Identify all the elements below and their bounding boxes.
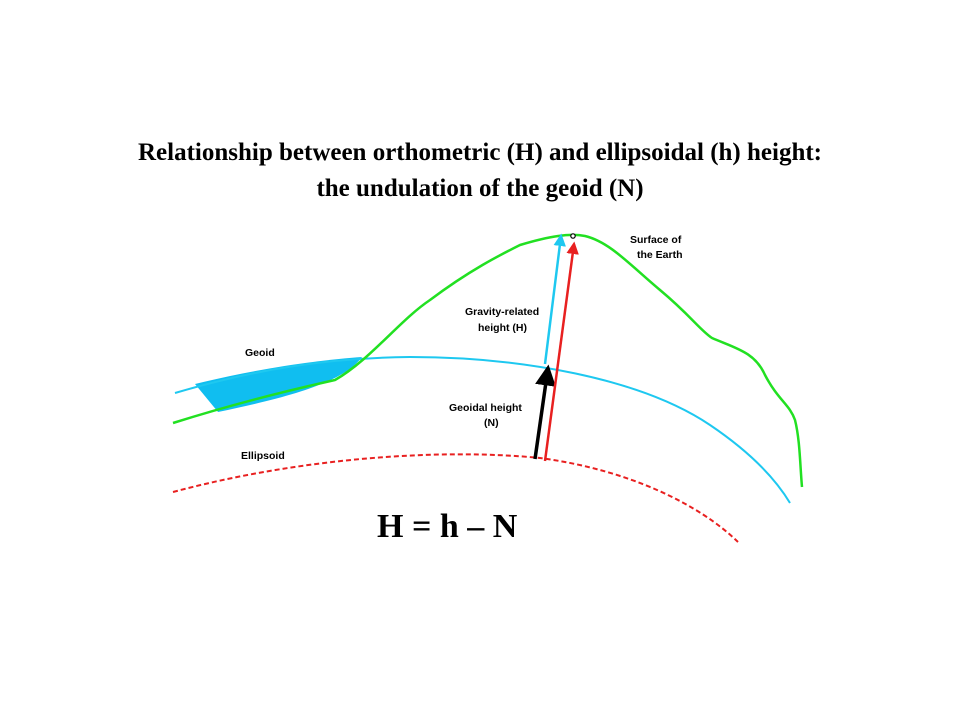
title-line-2: the undulation of the geoid (N) <box>316 175 644 202</box>
ellipsoidal-height-arrow <box>543 241 579 462</box>
title-line-1: Relationship between orthometric (H) and… <box>137 139 822 166</box>
label-geoidal-line1: Geoidal height <box>449 402 522 414</box>
earth-surface-curve <box>172 233 804 488</box>
label-ellipsoid: Ellipsoid <box>241 450 285 462</box>
geoid-curve <box>174 355 791 504</box>
label-gravity-line1: Gravity-related <box>465 306 539 318</box>
geoidal-height-arrow <box>533 364 556 460</box>
ellipsoid-curve <box>172 453 739 543</box>
height-formula: H = h – N <box>377 508 518 545</box>
gravity-height-arrow <box>543 233 566 365</box>
ocean-area <box>195 357 362 412</box>
label-gravity-line2: height (H) <box>478 322 527 334</box>
label-surface-line1: Surface of <box>630 234 682 246</box>
surface-point-marker <box>570 233 576 239</box>
diagram-title: Relationship between orthometric (H) and… <box>0 135 960 207</box>
label-geoid: Geoid <box>245 347 275 359</box>
label-surface-line2: the Earth <box>637 249 683 261</box>
label-geoidal-line2: (N) <box>484 417 499 429</box>
